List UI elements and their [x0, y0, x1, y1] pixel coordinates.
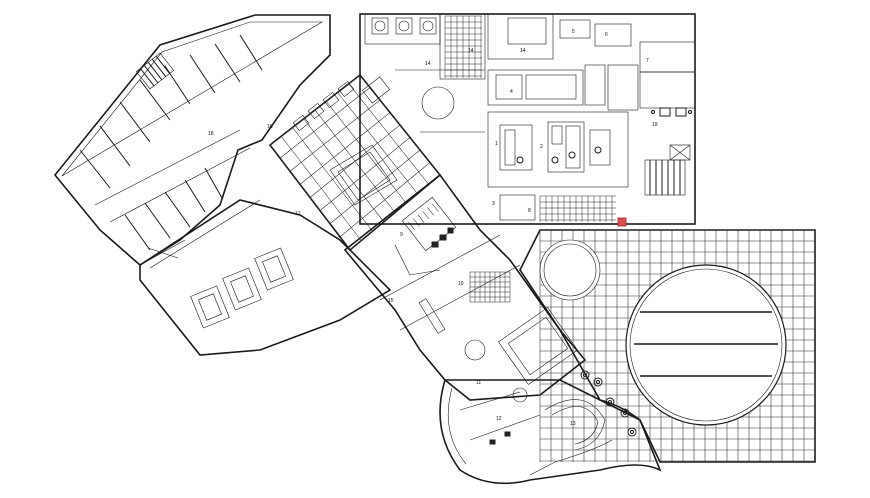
diagonal-wing: 15 9 10 [343, 173, 587, 403]
room-label-14: 14 [425, 61, 431, 67]
room-label-15: 15 [388, 298, 394, 304]
room-label-4: 4 [510, 89, 513, 95]
room-label-2: 2 [540, 144, 543, 150]
room-label-10: 10 [458, 281, 464, 287]
room-label-7: 7 [646, 58, 649, 64]
room-label-14b: 14 [468, 48, 474, 54]
left-wing: 18 16 [53, 14, 331, 266]
room-label-1: 1 [495, 141, 498, 147]
room-label-12: 12 [496, 416, 502, 422]
room-label-16: 16 [267, 124, 273, 130]
room-label-18: 18 [208, 131, 214, 137]
room-label-17: 17 [295, 211, 301, 217]
accent-marker [617, 217, 627, 227]
room-label-14c: 14 [520, 48, 526, 54]
room-label-6: 6 [605, 32, 608, 38]
room-label-5: 5 [572, 29, 575, 35]
terrace [519, 229, 816, 463]
room-label-9: 9 [400, 232, 403, 238]
room-label-3: 3 [492, 201, 495, 207]
room-label-11: 11 [476, 380, 481, 386]
service-block: 14 14 14 1 2 3 4 5 6 7 8 19 [359, 13, 696, 227]
room-label-19: 19 [652, 122, 658, 128]
lobby-block: 17 [139, 199, 392, 356]
room-label-8: 8 [528, 208, 531, 214]
